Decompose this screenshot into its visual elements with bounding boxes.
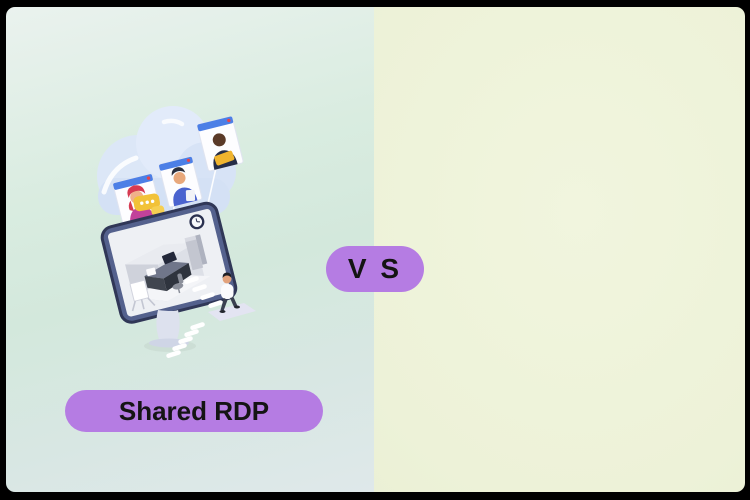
monitor-icon xyxy=(100,201,238,324)
platform xyxy=(208,303,256,321)
infographic-canvas: Shared RDP xyxy=(6,7,745,492)
vs-badge-text: V S xyxy=(347,253,403,284)
video-call-window-icon xyxy=(196,116,244,172)
steps-icon xyxy=(166,322,205,358)
walking-person-icon xyxy=(219,272,240,313)
wall-clock-icon xyxy=(189,214,205,230)
shared-rdp-section: Shared RDP xyxy=(6,7,374,492)
vs-badge: V S xyxy=(326,246,424,292)
shared-rdp-illustration xyxy=(97,106,256,358)
shared-rdp-label-text: Shared RDP xyxy=(118,396,270,426)
shared-rdp-label: Shared RDP xyxy=(65,390,323,432)
easel-icon xyxy=(129,279,156,312)
video-call-window-icon xyxy=(158,156,203,208)
steps-icon xyxy=(184,276,223,308)
admin-rdp-section: Admin RDP xyxy=(374,7,745,492)
office-desk-icon xyxy=(144,251,192,292)
cabinet-icon xyxy=(184,234,208,271)
office-chair-small-icon xyxy=(172,273,184,294)
